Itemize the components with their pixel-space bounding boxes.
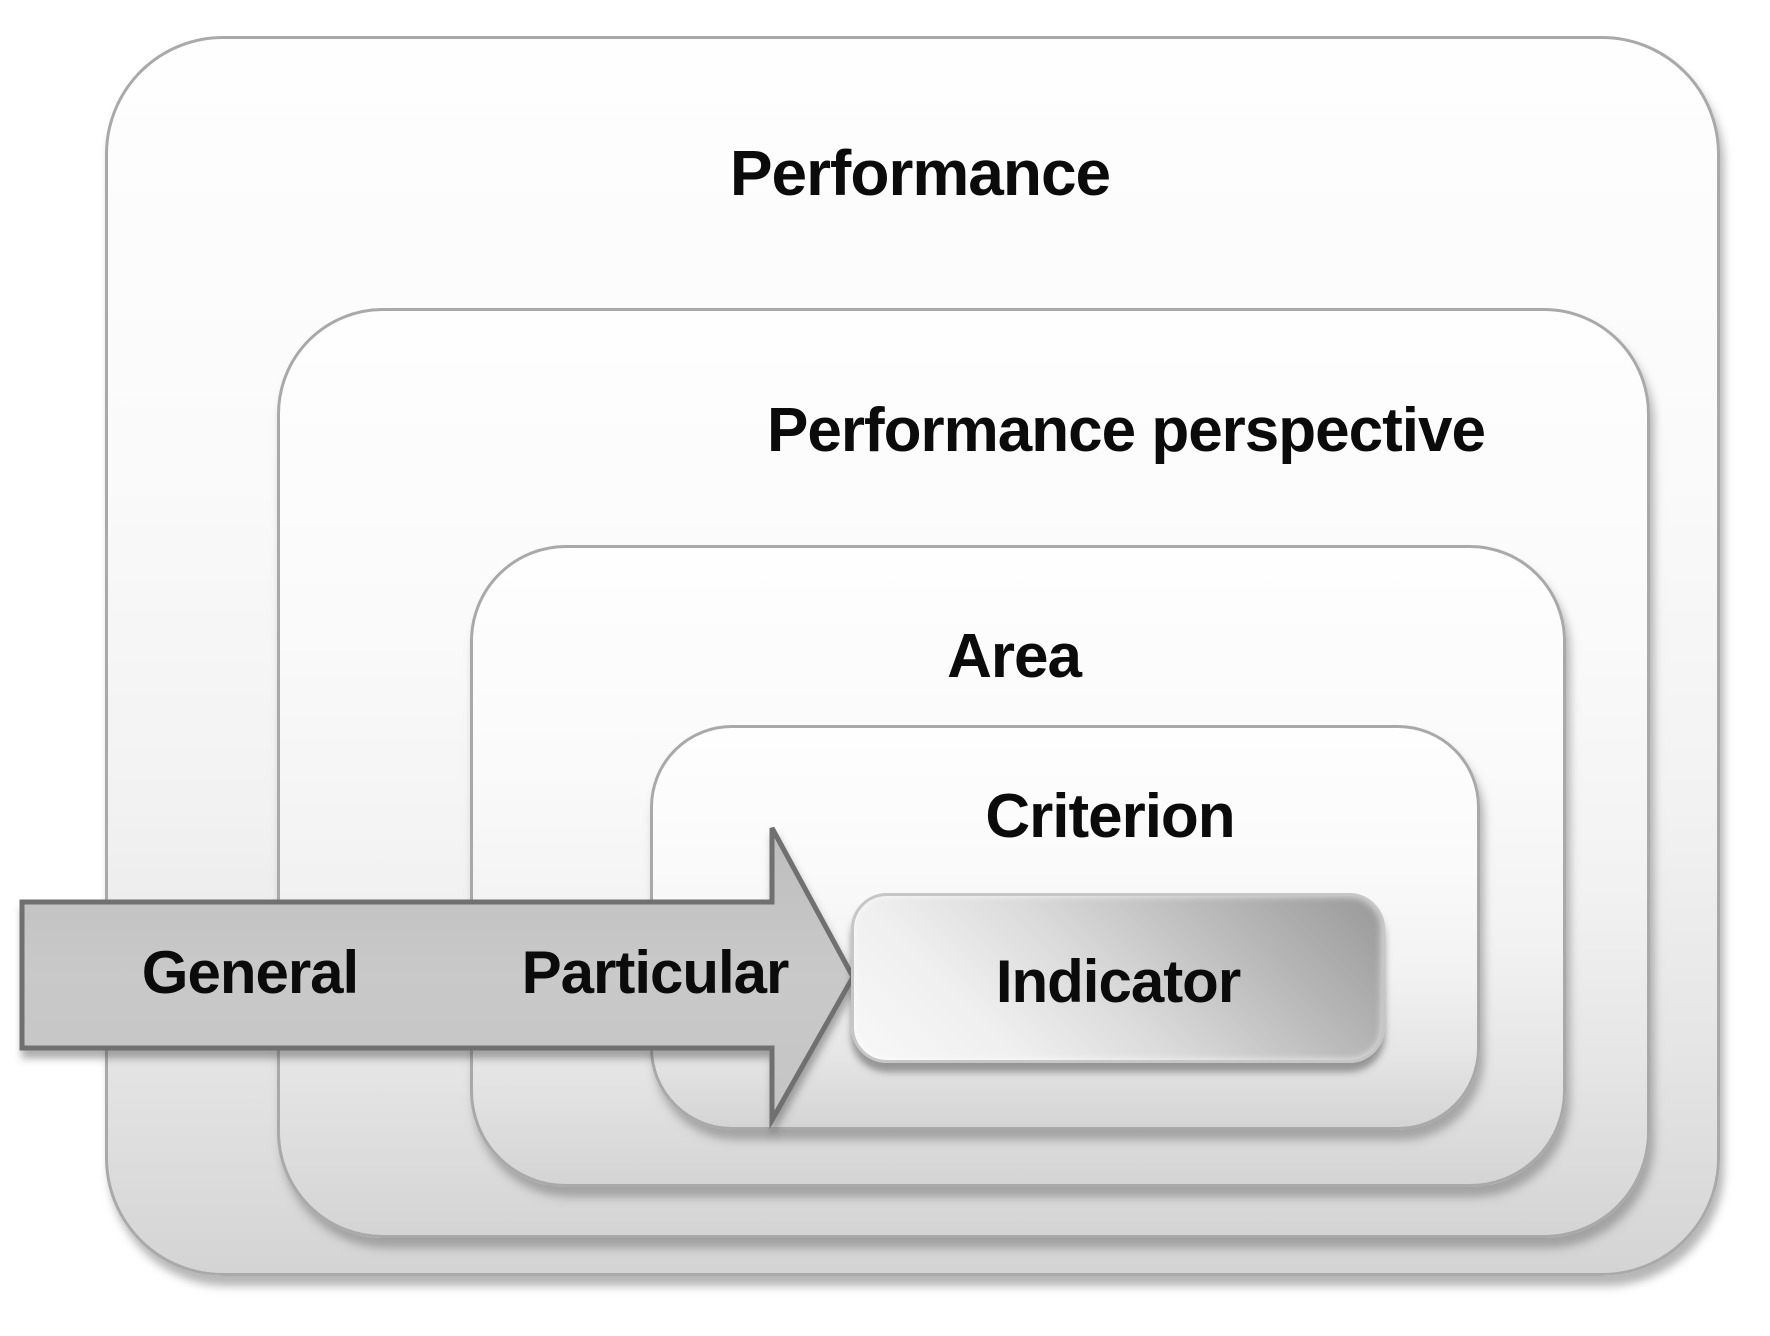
area-label: Area [947,622,1082,691]
performance-label: Performance [729,137,1111,209]
indicator-box [851,893,1385,1063]
general-label: General [141,939,359,1006]
indicator-label: Indicator [995,948,1241,1015]
particular-label: Particular [521,939,790,1006]
criterion-label: Criterion [985,782,1235,851]
performance-perspective-label: Performance perspective [767,396,1486,465]
